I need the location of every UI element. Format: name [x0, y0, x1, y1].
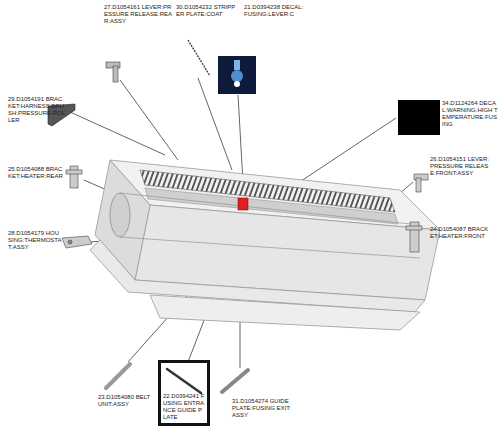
- part-label: 29.D1054191 BRACKET:HARNESS:BRUSH:PRESSU…: [8, 96, 66, 124]
- part-label: 24.D1054087 BRACKET:HEATER:FRONT: [430, 226, 492, 240]
- part-label: 26.D1054151 LEVER:PRESSURE RELEASE:FRONT…: [430, 156, 492, 177]
- part-label: 30.D1054232 STRIPPER PLATE:COAT: [176, 4, 238, 18]
- part-label: 27.D1054161 LEVER:PRESSURE RELEASE:REAR:…: [104, 4, 174, 25]
- part-label: 31.D1054274 GUIDE PLATE:FUSING EXIT:ASSY: [232, 398, 294, 419]
- part-label: 22.D0394241 FUSING ENTRANCE GUIDE PLATE: [163, 393, 205, 421]
- part-label: 21.D0394238 DECAL:FUSING:LEVER:C: [244, 4, 304, 18]
- part-label: 25.D1054088 BRACKET:HEATER:REAR: [8, 166, 66, 180]
- highlight-box: 22.D0394241 FUSING ENTRANCE GUIDE PLATE: [158, 360, 210, 426]
- part-label: 34.D1124264 DECAL:WARNING:HIGH TEMPERATU…: [442, 100, 498, 128]
- part-label: 23.D1054080 BELT UNIT:ASSY: [98, 394, 156, 408]
- part-label: 28.D1054179 HOUSING:THERMOSTAT:ASSY: [8, 230, 62, 251]
